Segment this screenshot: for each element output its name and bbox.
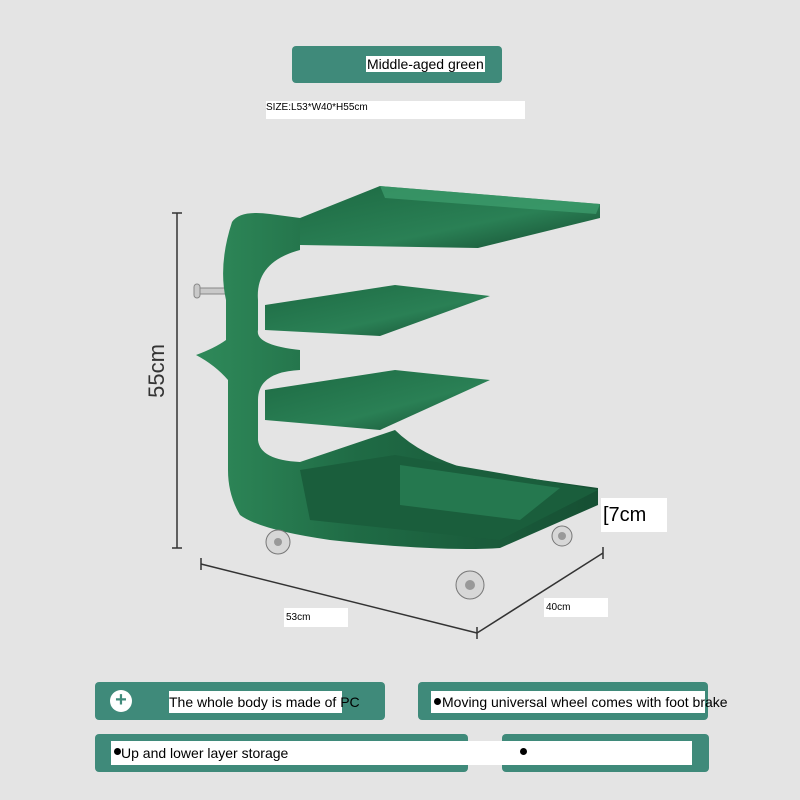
feature-1-text: The whole body is made of PC	[169, 691, 360, 713]
wheel-dimension-label: [7cm	[601, 498, 667, 532]
bullet-dot-icon	[114, 748, 121, 755]
bullet-dot-icon	[434, 698, 441, 705]
wheel-back-right	[551, 525, 573, 547]
wheel-front-right	[455, 570, 485, 600]
bullet-dot-icon	[520, 748, 527, 755]
height-dimension-label: 55cm	[144, 344, 169, 398]
middle-shelf-2	[265, 370, 490, 430]
wheel-front-left	[265, 529, 291, 555]
plus-icon: +	[110, 690, 132, 712]
middle-shelf-1	[265, 285, 490, 336]
feature-2-text: Moving universal wheel comes with foot b…	[442, 694, 728, 710]
feature-3-text: Up and lower layer storage	[121, 745, 289, 761]
cart-body	[196, 213, 598, 549]
length-dimension-label: 53cm	[284, 608, 348, 627]
size-label: SIZE:L53*W40*H55cm	[266, 101, 525, 119]
feature-4-box	[456, 741, 692, 765]
dimension-lines	[172, 212, 604, 639]
feature-2-box	[431, 691, 705, 713]
color-name-label: Middle-aged green	[366, 56, 485, 72]
handle-bar	[193, 283, 231, 299]
width-dimension-label: 40cm	[544, 598, 608, 617]
feature-3-box	[111, 741, 456, 765]
